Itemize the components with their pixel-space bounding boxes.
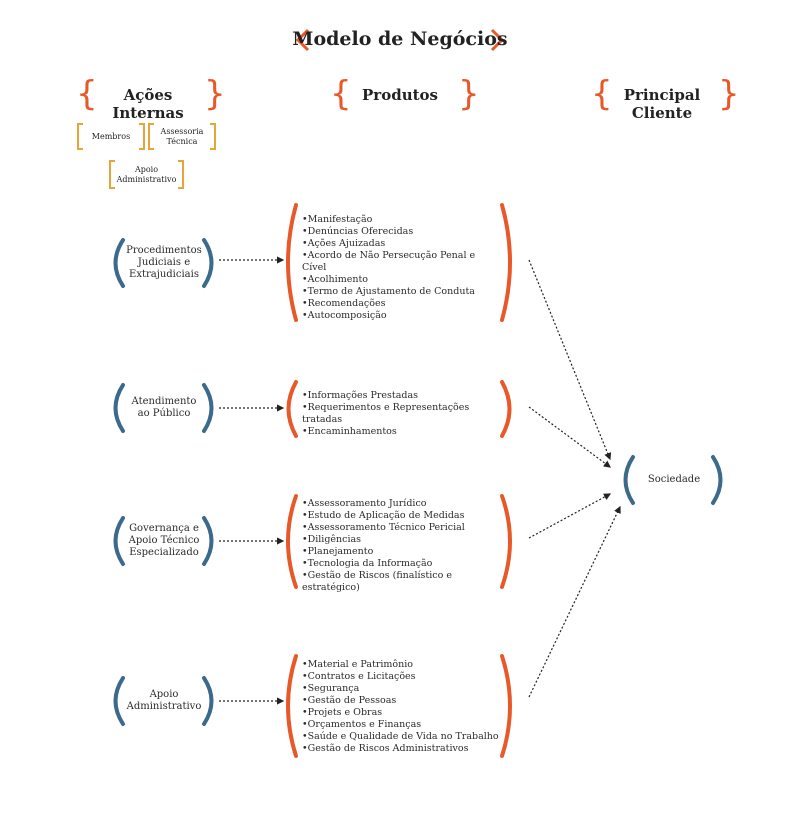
header-brace-left-products: { — [330, 74, 352, 114]
product-item: Orçamentos e Finanças — [302, 719, 502, 731]
paren-action-3-left — [113, 516, 125, 566]
product-item: Assessoramento Técnico Pericial — [302, 522, 502, 534]
paren-client-left — [623, 455, 635, 505]
paren-products-3-right — [500, 494, 512, 589]
title-chevron-right — [490, 28, 505, 52]
product-item: Contratos e Licitações — [302, 671, 502, 683]
product-item: Material e Patrimônio — [302, 659, 502, 671]
paren-action-1-left — [113, 238, 125, 288]
paren-action-2-left — [113, 383, 125, 433]
box-brackets-membros — [77, 123, 145, 150]
product-item: Informações Prestadas — [302, 390, 502, 402]
product-item: Autocomposição — [302, 310, 502, 322]
box-brackets-apoio — [109, 160, 184, 189]
arrow-products-3-client — [528, 493, 612, 539]
product-item: Acordo de Não Persecução Penal e Cível — [302, 250, 502, 274]
arrow-products-1-client — [528, 259, 612, 461]
action-node-2: Atendimento ao Público — [131, 396, 197, 419]
product-item: Recomendações — [302, 298, 502, 310]
product-item: Assessoramento Jurídico — [302, 498, 502, 510]
paren-action-1-right — [202, 238, 214, 288]
products-list-1: Manifestação Denúncias Oferecidas Ações … — [302, 214, 502, 322]
paren-products-2-right — [500, 380, 512, 438]
paren-products-4-left — [286, 654, 298, 758]
product-item: Estudo de Aplicação de Medidas — [302, 510, 502, 522]
product-item: Saúde e Qualidade de Vida no Trabalho — [302, 731, 502, 743]
paren-products-4-right — [500, 654, 512, 758]
product-item: Segurança — [302, 683, 502, 695]
product-item: Projets e Obras — [302, 707, 502, 719]
internal-box-assessoria: Assessoria Técnica — [160, 127, 204, 146]
product-item: Manifestação — [302, 214, 502, 226]
header-brace-right-products: } — [458, 74, 480, 114]
products-list-3: Assessoramento Jurídico Estudo de Aplica… — [302, 498, 502, 594]
header-brace-right-client: } — [718, 74, 740, 114]
box-brackets-assessoria — [148, 123, 216, 150]
product-item: Planejamento — [302, 546, 502, 558]
product-item: Diligências — [302, 534, 502, 546]
header-products: Produtos — [362, 86, 438, 104]
product-item: Termo de Ajustamento de Conduta — [302, 286, 502, 298]
product-item: Tecnologia da Informação — [302, 558, 502, 570]
product-item: Encaminhamentos — [302, 426, 502, 438]
internal-box-membros: Membros — [91, 132, 131, 141]
product-item: Requerimentos e Representações tratadas — [302, 402, 502, 426]
paren-products-2-left — [286, 380, 298, 438]
page-title: Modelo de Negócios — [292, 28, 508, 50]
products-list-2: Informações Prestadas Requerimentos e Re… — [302, 390, 502, 438]
paren-products-3-left — [286, 494, 298, 589]
product-item: Ações Ajuizadas — [302, 238, 502, 250]
paren-action-2-right — [202, 383, 214, 433]
product-item: Denúncias Oferecidas — [302, 226, 502, 238]
product-item: Gestão de Riscos (finalístico e estratég… — [302, 570, 502, 594]
arrow-products-4-client — [528, 505, 621, 698]
paren-products-1-right — [500, 203, 512, 322]
product-item: Acolhimento — [302, 274, 502, 286]
header-brace-left-internal: { — [76, 74, 98, 114]
internal-box-apoio: Apoio Administrativo — [116, 165, 177, 184]
action-node-4: Apoio Administrativo — [126, 689, 202, 712]
product-item: Gestão de Pessoas — [302, 695, 502, 707]
paren-client-right — [711, 455, 723, 505]
arrow-products-2-client — [528, 406, 611, 468]
client-node: Sociedade — [647, 474, 701, 485]
paren-action-4-left — [113, 676, 125, 726]
product-item: Gestão de Riscos Administrativos — [302, 743, 502, 755]
header-main-client: Principal Cliente — [623, 86, 701, 122]
header-brace-left-client: { — [591, 74, 613, 114]
action-node-1: Procedimentos Judiciais e Extrajudiciais — [126, 245, 202, 280]
paren-action-4-right — [202, 676, 214, 726]
paren-products-1-left — [286, 203, 298, 322]
action-node-3: Governança e Apoio Técnico Especializado — [128, 523, 200, 558]
products-list-4: Material e Patrimônio Contratos e Licita… — [302, 659, 502, 755]
header-internal-actions: Ações Internas — [112, 86, 184, 122]
paren-action-3-right — [202, 516, 214, 566]
header-brace-right-internal: } — [204, 74, 226, 114]
title-chevron-left — [295, 28, 310, 52]
